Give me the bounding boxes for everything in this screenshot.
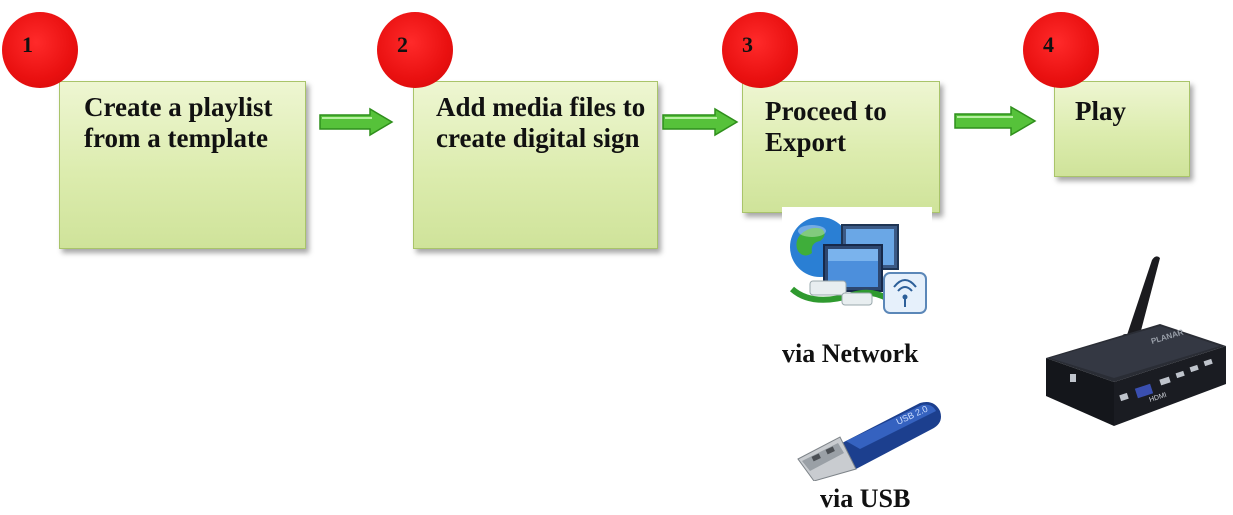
step-2-label: Add media files to create digital sign <box>436 92 646 153</box>
via-network-label: via Network <box>782 339 919 368</box>
arrow-right-icon <box>319 107 394 137</box>
step-4-box: Play <box>1054 81 1190 177</box>
step-1-label: Create a playlist from a template <box>84 92 273 153</box>
arrow-right-icon <box>662 107 739 137</box>
step-3-number: 3 <box>742 32 753 57</box>
usb-drive-icon: USB 2.0 <box>797 402 941 481</box>
step-4-number: 4 <box>1043 32 1054 57</box>
step-1-number: 1 <box>22 32 33 57</box>
step-2-box: Add media files to create digital sign <box>413 81 658 249</box>
step-4-badge: 4 <box>1023 12 1099 88</box>
step-1-badge: 1 <box>2 12 78 88</box>
step-1-box: Create a playlist from a template <box>59 81 306 249</box>
arrow-right-icon <box>954 105 1037 137</box>
media-player-device-icon: HDMI PLANAR <box>1046 256 1226 426</box>
step-2-badge: 2 <box>377 12 453 88</box>
via-usb-label: via USB <box>820 484 911 513</box>
step-3-label: Proceed to Export <box>765 96 887 157</box>
step-3-box: Proceed to Export <box>742 81 940 213</box>
step-4-label: Play <box>1075 96 1126 126</box>
network-globe-computers-icon <box>782 207 932 319</box>
step-3-badge: 3 <box>722 12 798 88</box>
step-2-number: 2 <box>397 32 408 57</box>
